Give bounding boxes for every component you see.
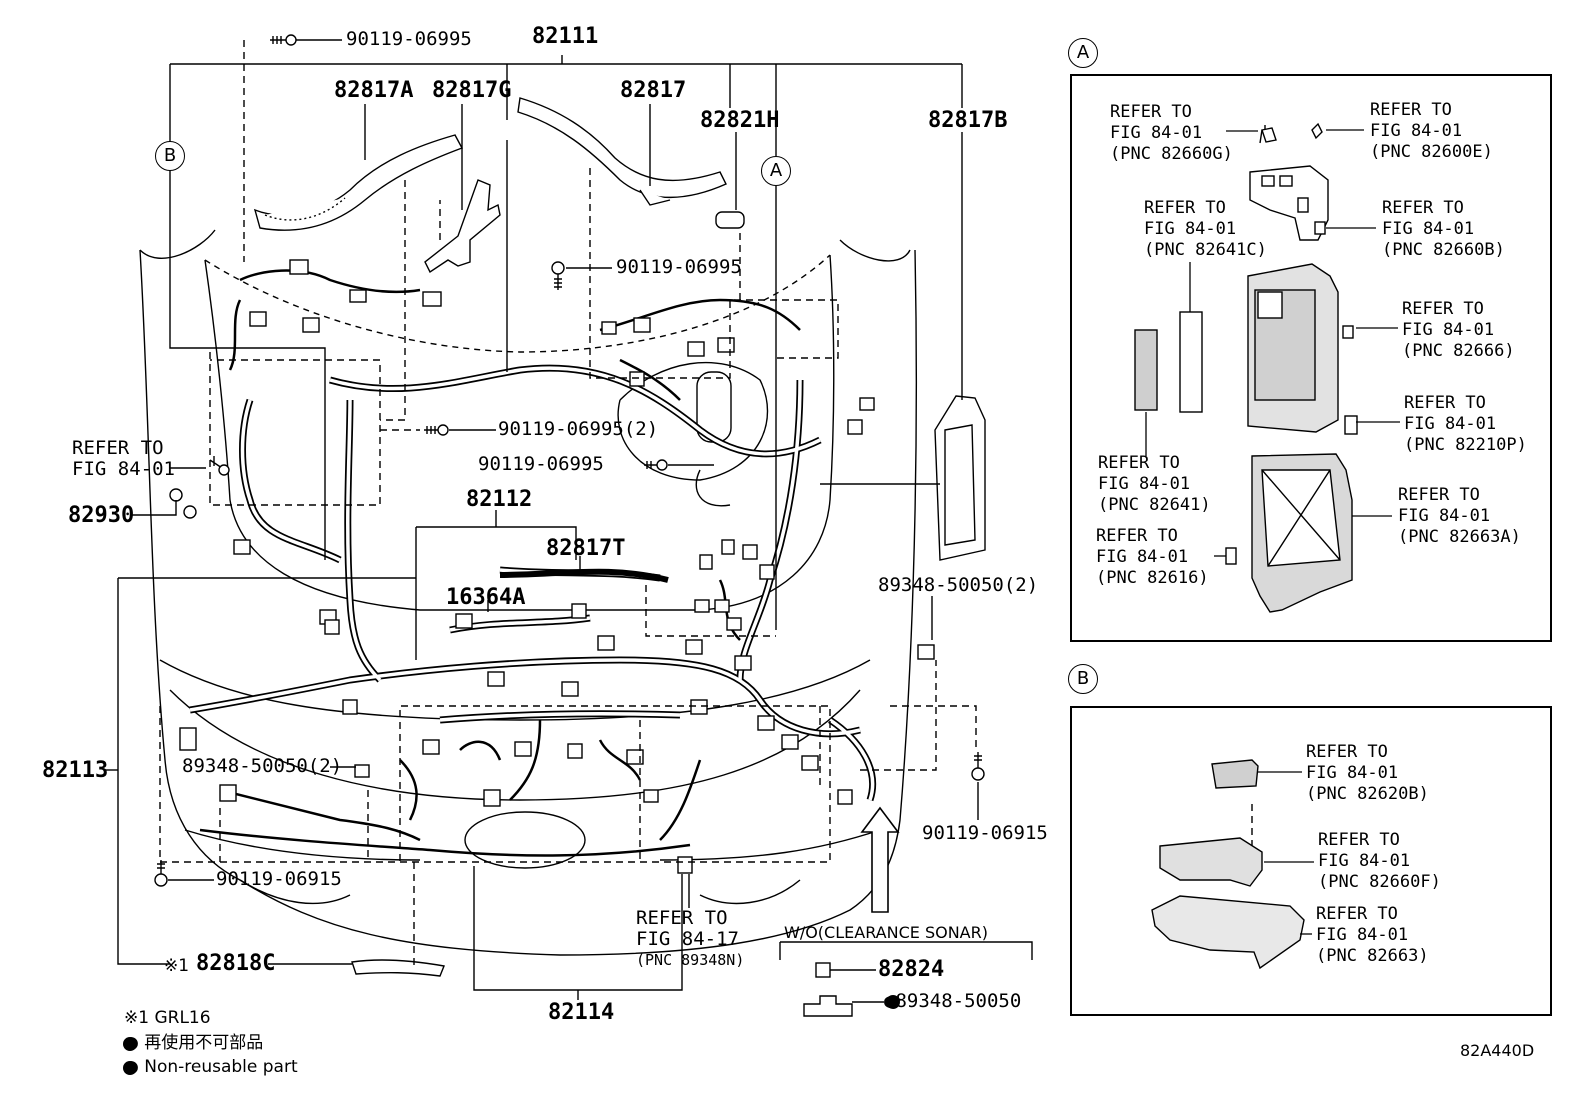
- part-82817G-shape: [424, 179, 501, 274]
- refer-fig-84-01-main: REFER TO FIG 84-01: [72, 437, 175, 480]
- panelB-leaders: [1258, 771, 1314, 935]
- refer-fig-84-17: REFER TO FIG 84-17 (PNC 89348N): [636, 907, 745, 970]
- part-number-82930: 82930: [68, 503, 135, 528]
- part-number-82817A: 82817A: [334, 78, 414, 103]
- panel-a-frame: [1070, 74, 1552, 642]
- callout-b-diagram: B: [155, 141, 185, 171]
- bolt-90119-06995-top: 90119-06995: [346, 28, 472, 50]
- part-number-16364A: 16364A: [446, 585, 526, 610]
- part-82821H-shape: [715, 211, 745, 229]
- diagram-code: 82A440D: [1460, 1041, 1535, 1060]
- callout-a-panel: A: [1068, 38, 1098, 68]
- footnote-bullets: [123, 995, 900, 1075]
- dashed-guide-lines: [159, 40, 1266, 966]
- part-82818C-shape: [351, 959, 445, 977]
- harness-branches: [199, 269, 801, 857]
- callout-b-panel: B: [1068, 664, 1098, 694]
- part-82817A-shape: [253, 134, 463, 231]
- bolt-90119-06995-2: 90119-06995(2): [498, 418, 659, 440]
- part-number-82817T: 82817T: [546, 536, 626, 561]
- part-82824-shape: [803, 962, 853, 1017]
- part-number-82817G: 82817G: [432, 78, 512, 103]
- bolt-90119-06995-mid: 90119-06995: [616, 256, 742, 278]
- part-82817-shape: [517, 97, 727, 206]
- panelA-leaders: [1145, 129, 1400, 557]
- part-82817T-shape: [499, 568, 669, 583]
- bolt-90119-06995-low: 90119-06995: [478, 453, 604, 475]
- part-number-82821H: 82821H: [700, 108, 780, 133]
- footnote-grl16: ※1 GRL16: [124, 1008, 211, 1028]
- part-number-82817: 82817: [620, 78, 687, 103]
- part-number-82824: 82824: [878, 957, 945, 982]
- panelA-components: [1134, 122, 1358, 613]
- bolt-90119-06915-left: 90119-06915: [216, 868, 342, 890]
- wo-clearance-sonar-label: W/O(CLEARANCE SONAR): [784, 923, 988, 942]
- part-number-82111: 82111: [532, 24, 599, 49]
- part-number-82114: 82114: [548, 1000, 615, 1025]
- part-number-82818C: 82818C: [196, 951, 276, 976]
- part-82817B-shape: [934, 395, 986, 561]
- vehicle-body-outline: [139, 229, 918, 956]
- footnote-mark-1: ※1: [164, 956, 190, 976]
- harness-connectors: [179, 259, 935, 874]
- footnote-nonreusable-jp: ● 再使用不可部品: [124, 1033, 264, 1053]
- clip-89348-50050-2-right: 89348-50050(2): [878, 574, 1039, 596]
- arrow-up-icon: [860, 806, 900, 913]
- bolt-90119-06915-right: 90119-06915: [922, 822, 1048, 844]
- part-number-82817B: 82817B: [928, 108, 1008, 133]
- part-number-89348-50050-nonreusable: ●89348-50050: [884, 990, 1022, 1012]
- clip-89348-50050-2-left: 89348-50050(2): [182, 755, 343, 777]
- footnote-nonreusable-en: ● Non-reusable part: [124, 1057, 298, 1077]
- panelB-components: [1151, 759, 1305, 970]
- callout-a-diagram: A: [761, 156, 791, 186]
- part-number-82112: 82112: [466, 487, 533, 512]
- panel-b-frame: [1070, 706, 1552, 1016]
- leader-lines: [104, 39, 1033, 1003]
- part-number-82113: 82113: [42, 758, 109, 783]
